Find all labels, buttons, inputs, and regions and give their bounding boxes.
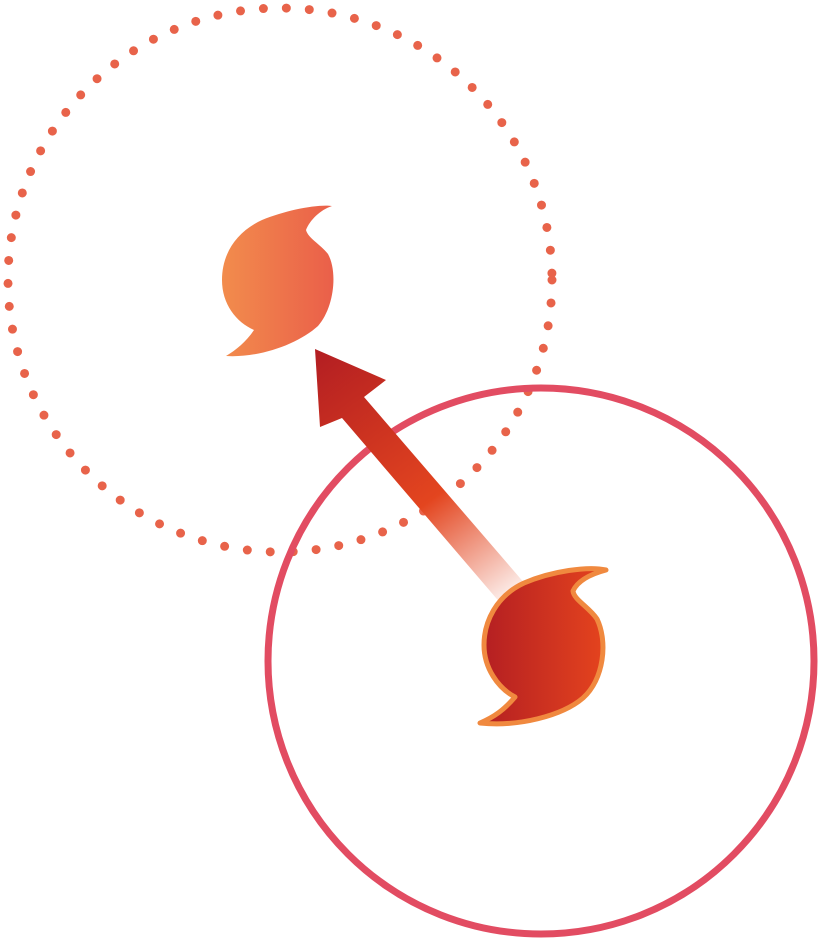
past-storm-hurricane-icon	[222, 205, 334, 357]
current-storm-hurricane-icon	[477, 566, 609, 727]
past-position-ring	[3, 3, 557, 557]
current-position-ring	[264, 384, 818, 938]
movement-arrow	[315, 349, 532, 612]
